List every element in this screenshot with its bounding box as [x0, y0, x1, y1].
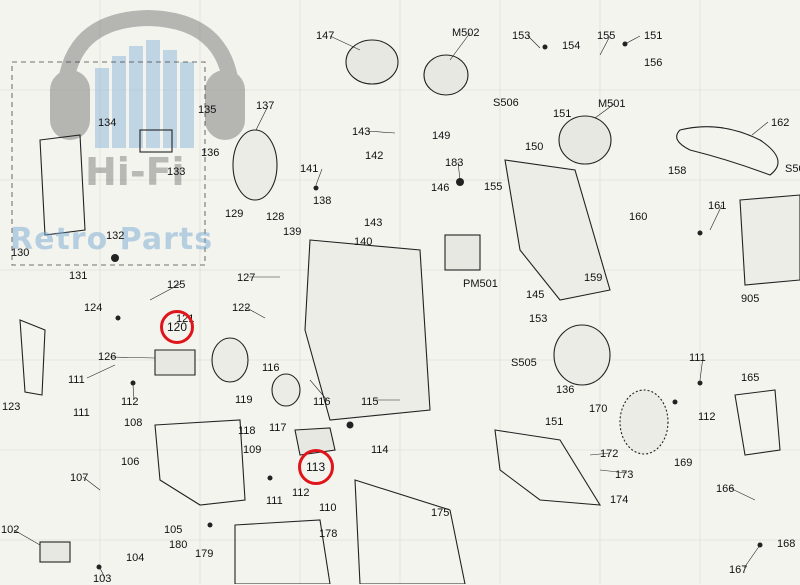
part-label: 123: [2, 401, 21, 413]
part-label: 118: [238, 425, 256, 437]
part-label: 102: [1, 524, 20, 536]
part-label: 105: [164, 524, 183, 536]
part-label: 173: [615, 469, 634, 481]
part-label: 132: [106, 230, 125, 242]
part-label: 147: [316, 30, 335, 42]
part-label: 156: [644, 57, 663, 69]
part-label: 172: [600, 448, 619, 460]
part-label: 166: [716, 483, 735, 495]
part-label: 112: [698, 411, 716, 423]
part-label: 165: [741, 372, 760, 384]
part-label: 107: [70, 472, 89, 484]
part-label: 141: [300, 163, 319, 175]
watermark-logo: [50, 9, 245, 148]
part-label: 135: [198, 104, 217, 116]
part-label: 111: [266, 495, 283, 507]
part-label: S506: [493, 97, 519, 109]
part-label: 116: [262, 362, 280, 374]
part-label: 128: [266, 211, 285, 223]
part-label: 111: [689, 352, 706, 364]
part-label: 155: [484, 181, 503, 193]
part-label: 111: [73, 407, 90, 419]
part-label: 168: [777, 538, 796, 550]
part-label: 110: [319, 502, 337, 514]
watermark-subtitle: Retro Parts: [10, 222, 214, 257]
watermark-title: Hi-Fi: [85, 150, 185, 194]
part-label: 905: [741, 293, 760, 305]
part-label: 151: [553, 108, 572, 120]
part-label: 149: [432, 130, 451, 142]
part-label: 178: [319, 528, 338, 540]
part-label: 174: [610, 494, 629, 506]
part-label: 131: [69, 270, 88, 282]
part-label: 134: [98, 117, 117, 129]
part-label: 139: [283, 226, 302, 238]
part-label: 154: [562, 40, 581, 52]
part-label: 151: [545, 416, 564, 428]
part-label: 108: [124, 417, 143, 429]
part-label: 119: [235, 394, 253, 406]
part-label: 175: [431, 507, 450, 519]
part-label: 138: [313, 195, 332, 207]
part-label: PM501: [463, 278, 498, 290]
part-label: 158: [668, 165, 687, 177]
part-label: 117: [269, 422, 287, 434]
part-label: S50: [785, 163, 800, 175]
part-label: 137: [256, 100, 275, 112]
part-label: S505: [511, 357, 537, 369]
part-label: 133: [167, 166, 186, 178]
part-label: 136: [556, 384, 575, 396]
part-label: 127: [237, 272, 256, 284]
part-label: 142: [365, 150, 384, 162]
part-label: 143: [364, 217, 383, 229]
part-label: 116: [313, 396, 331, 408]
part-label: 136: [201, 147, 220, 159]
highlighted-part-label: 120: [167, 320, 188, 334]
part-label: 155: [597, 30, 616, 42]
part-label: 129: [225, 208, 244, 220]
part-label: 151: [644, 30, 663, 42]
part-label: 183: [445, 157, 464, 169]
part-label: 162: [771, 117, 790, 129]
part-label: 112: [292, 487, 310, 499]
part-label: 169: [674, 457, 693, 469]
part-label: 140: [354, 236, 373, 248]
part-label: 124: [84, 302, 103, 314]
part-label: 179: [195, 548, 214, 560]
parts-drawing: [13, 32, 800, 584]
part-label: 150: [525, 141, 544, 153]
part-label: 130: [11, 247, 30, 259]
part-label: 104: [126, 552, 145, 564]
part-label: 109: [243, 444, 262, 456]
part-label: 106: [121, 456, 140, 468]
part-label: 145: [526, 289, 545, 301]
part-label: 161: [708, 200, 727, 212]
highlight-circle: [160, 310, 194, 344]
part-label: 153: [529, 313, 548, 325]
highlighted-part-label: 113: [306, 460, 326, 474]
part-label: M501: [598, 98, 626, 110]
part-label: 159: [584, 272, 603, 284]
part-label: 103: [93, 573, 112, 585]
part-label: 125: [167, 279, 186, 291]
highlight-circle: [298, 449, 334, 485]
part-label: 180: [169, 539, 188, 551]
part-label: 167: [729, 564, 748, 576]
part-label: 114: [371, 444, 389, 456]
part-label: 111: [68, 374, 85, 386]
part-label: M502: [452, 27, 480, 39]
part-label: 146: [431, 182, 450, 194]
part-label: 126: [98, 351, 117, 363]
part-label: 153: [512, 30, 531, 42]
part-label: 160: [629, 211, 648, 223]
part-label: 112: [121, 396, 139, 408]
part-label: 122: [232, 302, 251, 314]
part-label: 143: [352, 126, 371, 138]
part-label: 115: [361, 396, 379, 408]
part-label: 170: [589, 403, 608, 415]
